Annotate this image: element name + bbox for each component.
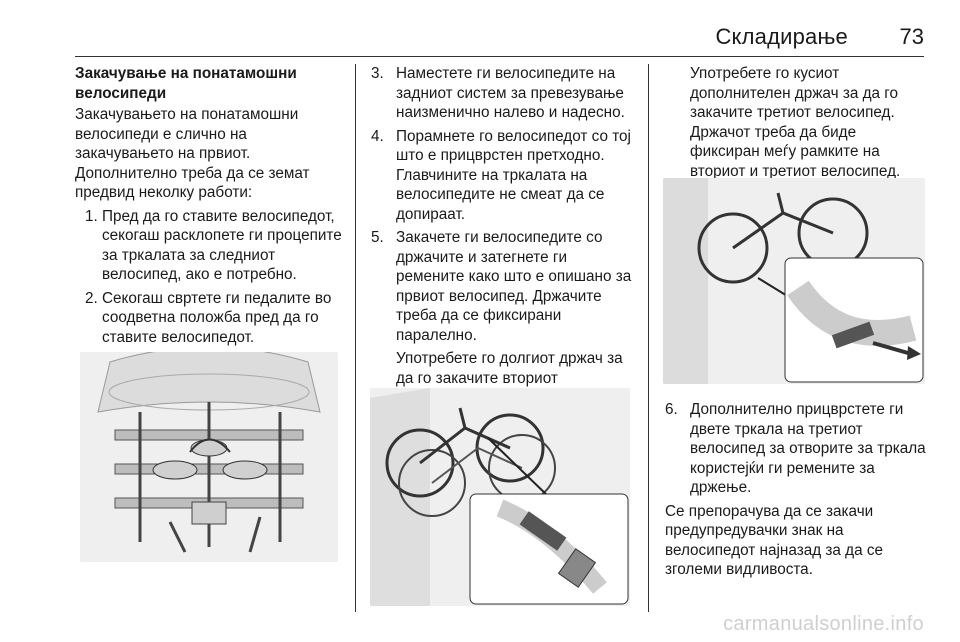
section-title: Складирање [715, 24, 848, 49]
list-item: 5. Закачете ги велосипедите со држачите … [371, 228, 636, 345]
bike-carrier-illustration [80, 352, 338, 562]
column-divider-1 [355, 64, 356, 612]
header-divider [75, 56, 924, 57]
bikes-short-holder-illustration [663, 178, 925, 384]
column-2: 3. Наместете ги велосипедите на задниот … [371, 64, 636, 408]
list-number: 4. [371, 127, 384, 145]
column-3: Употребете го кусиот дополнителен држач … [665, 64, 927, 181]
bikes-long-holder-illustration [370, 388, 630, 606]
list-number: 6. [665, 401, 678, 418]
list-item: 6. Дополнително прицврстете ги двете трк… [665, 400, 927, 498]
figure-short-holder [663, 178, 925, 384]
list-number: 3. [371, 65, 384, 82]
list-text: Дополнително прицврстете ги двете тркала… [690, 401, 926, 496]
list-text: Порамнете го велосипедот со тој што е пр… [396, 127, 631, 223]
figure-bike-carrier-top-view [80, 352, 338, 562]
column-divider-2 [648, 64, 649, 612]
page-number: 73 [899, 24, 924, 49]
list-number: 1. [85, 207, 98, 225]
intro-paragraph: Употребете го кусиот дополнителен држач … [690, 65, 901, 180]
list-text: Наместете ги велосипедите на задниот сис… [396, 65, 625, 121]
watermark-text: carmanualsonline.info [723, 613, 924, 635]
list-item: 2. Секогаш свртете ги педалите во соодве… [75, 289, 345, 348]
page-header: Складирање 73 [0, 0, 960, 57]
list-item: 1. Пред да го ставите велосипедот, секог… [75, 207, 345, 285]
list-number: 5. [371, 229, 384, 246]
paragraph: Се препорачува да се закачи предупредува… [665, 502, 884, 579]
column-1: Закачување на понатамошни велосипеди Зак… [75, 64, 345, 347]
figure-long-holder [370, 388, 630, 606]
list-text: Пред да го ставите велосипедот, секогаш … [102, 207, 342, 284]
list-item: 3. Наместете ги велосипедите на задниот … [371, 64, 636, 123]
list-text: Закачете ги велосипедите со држачите и з… [396, 229, 632, 344]
list-text: Секогаш свртете ги педалите во соодветна… [102, 289, 332, 346]
subsection-heading: Закачување на понатамошни велосипеди [75, 65, 297, 102]
column-3-lower: 6. Дополнително прицврстете ги двете трк… [665, 400, 927, 580]
intro-paragraph: Закачувањето на понатамошни велосипеди е… [75, 106, 310, 201]
list-item: 4. Порамнете го велосипедот со тој што е… [371, 127, 636, 225]
list-number: 2. [85, 289, 98, 307]
